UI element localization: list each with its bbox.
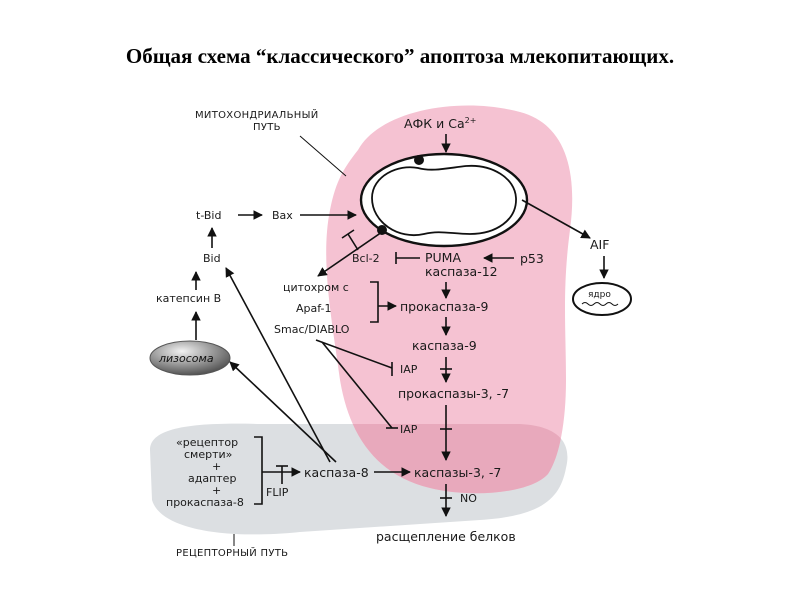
cathepsin-label: катепсин B bbox=[156, 292, 221, 305]
aif-label: AIF bbox=[590, 237, 609, 252]
nucleus-shape bbox=[572, 282, 632, 316]
lysosome-label: лизосома bbox=[158, 352, 214, 365]
slide-title: Общая схема “классического” апоптоза мле… bbox=[125, 44, 675, 68]
bcl2-inhibits-mito bbox=[347, 233, 359, 251]
mitochondrion-inner bbox=[371, 165, 517, 236]
procaspase37-label: прокаспазы-3, -7 bbox=[398, 386, 509, 401]
mito-to-cytochrome-arrow bbox=[317, 231, 383, 277]
mitochondrion-outer bbox=[359, 152, 529, 248]
cytochrome-label: цитохром c bbox=[283, 281, 349, 294]
lysosome-shape bbox=[149, 340, 231, 376]
flip-label: FLIP bbox=[266, 486, 289, 499]
bid-label: Bid bbox=[203, 252, 221, 265]
caspase8-to-bid-arrow bbox=[225, 267, 331, 463]
mito-path-label-2: ПУТЬ bbox=[253, 122, 281, 133]
receptor-group-bracket bbox=[254, 436, 263, 505]
apaf-label: Apaf-1 bbox=[296, 302, 332, 315]
caspase8-to-lysosome-arrow bbox=[229, 361, 337, 463]
receptor-group-plus-2: + bbox=[212, 484, 221, 497]
iap1-label: IAP bbox=[400, 363, 418, 376]
puma-label: PUMA bbox=[425, 250, 461, 265]
nucleus-dna-squiggle bbox=[581, 302, 619, 306]
receptor-path-label: РЕЦЕПТОРНЫЙ ПУТЬ bbox=[176, 546, 288, 559]
bcl2-inhibits-mito-bar bbox=[341, 229, 355, 239]
receptor-group-line-2: смерти» bbox=[184, 448, 232, 461]
procaspase9-label: прокаспаза-9 bbox=[400, 299, 488, 314]
bax-label: Bax bbox=[272, 209, 293, 222]
afk-label: АФК и Ca2+ bbox=[404, 116, 476, 131]
no-label: NO bbox=[460, 492, 477, 505]
caspase8-label: каспаза-8 bbox=[304, 465, 369, 480]
receptor-group-line-4: адаптер bbox=[188, 472, 236, 485]
p53-label: p53 bbox=[520, 251, 544, 266]
mito-path-pointer bbox=[299, 135, 347, 177]
mito-to-aif-arrow bbox=[521, 199, 591, 239]
protein-cleavage-label: расщепление белков bbox=[376, 529, 516, 544]
nucleus-label: ядро bbox=[588, 290, 611, 300]
smac-label: Smac/DIABLO bbox=[274, 323, 350, 336]
receptor-group-line-1: «рецептор bbox=[176, 436, 238, 449]
receptor-group-line-6: прокаспаза-8 bbox=[166, 496, 244, 509]
iap2-label: IAP bbox=[400, 423, 418, 436]
caspase12-label: каспаза-12 bbox=[425, 264, 498, 279]
receptor-group-plus-1: + bbox=[212, 460, 221, 473]
mito-dot-top bbox=[414, 155, 424, 165]
mito-dot-bottom bbox=[377, 225, 387, 235]
caspase9-label: каспаза-9 bbox=[412, 338, 477, 353]
mito-path-label-1: МИТОХОНДРИАЛЬНЫЙ bbox=[195, 108, 319, 121]
cytochrome-bracket bbox=[370, 281, 379, 323]
t-bid-label: t-Bid bbox=[196, 209, 221, 222]
caspase37-label: каспазы-3, -7 bbox=[414, 465, 501, 480]
bcl2-label: Bcl-2 bbox=[352, 252, 380, 265]
smac-inhibits-iap1 bbox=[315, 339, 393, 369]
smac-inhibits-iap2 bbox=[321, 341, 393, 429]
